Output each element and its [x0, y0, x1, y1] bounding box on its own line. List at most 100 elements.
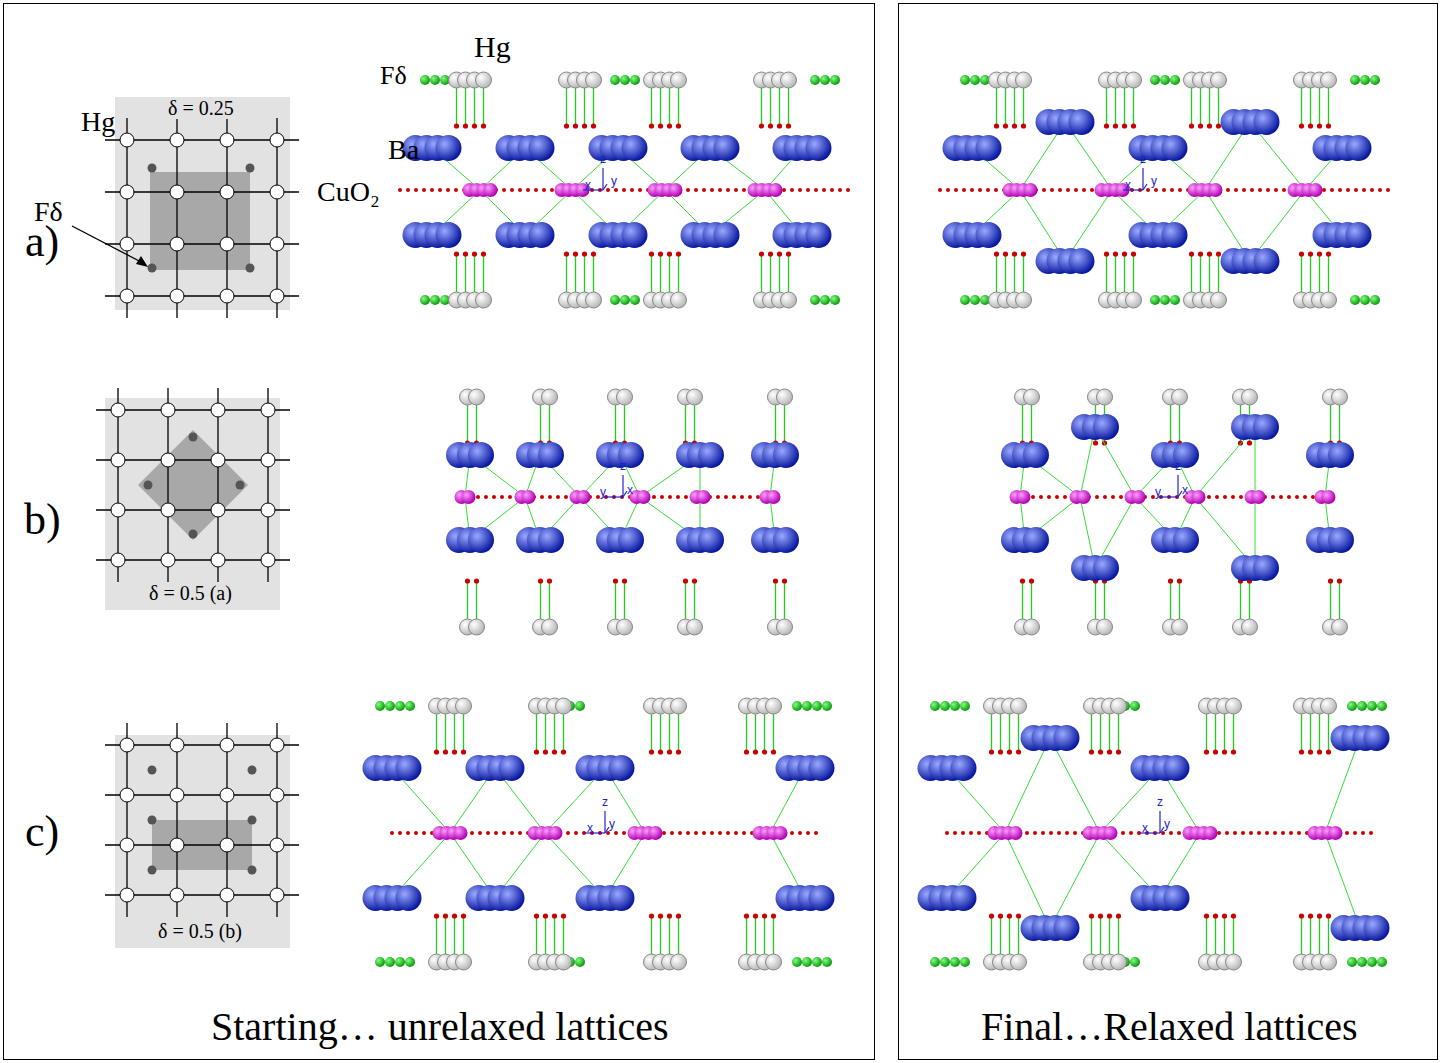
atom [461, 913, 466, 918]
atom [742, 831, 746, 835]
bond-line [1206, 714, 1207, 750]
atom [678, 831, 682, 835]
atom [452, 749, 457, 754]
atom [658, 913, 663, 918]
atom [1016, 749, 1021, 754]
bond-line [1179, 583, 1180, 619]
atom [1353, 831, 1357, 835]
atom [189, 530, 198, 539]
atom [1098, 749, 1103, 754]
bond-line [1328, 88, 1329, 124]
panel-caption: Final…Relaxed lattices [981, 1005, 1358, 1049]
atom [522, 490, 536, 504]
atom [1093, 414, 1119, 440]
bond-line [1031, 405, 1032, 441]
panel-frame: Final…Relaxed lattices [898, 3, 1438, 1060]
atom [1121, 831, 1125, 835]
atom [591, 251, 596, 256]
atom [1151, 495, 1155, 499]
atom [614, 188, 618, 192]
atom [148, 164, 157, 173]
atom [542, 188, 546, 192]
atom [1254, 248, 1280, 274]
axis-label: x [1182, 484, 1188, 497]
bond-line [685, 405, 686, 441]
atom [692, 578, 697, 583]
atom [1328, 578, 1333, 583]
bond-line [1022, 583, 1023, 619]
atom [1130, 701, 1140, 711]
atom [385, 957, 395, 967]
bond-line [1133, 256, 1134, 292]
atom [550, 188, 554, 192]
atom [1031, 495, 1035, 499]
atom [1107, 913, 1112, 918]
atom [220, 185, 234, 199]
atom [481, 123, 486, 128]
atom [989, 749, 994, 754]
atom [1216, 251, 1221, 256]
atom [573, 123, 578, 128]
atom [270, 838, 284, 852]
atom [1119, 495, 1123, 499]
doping-label: δ = 0.5 (b) [158, 920, 242, 942]
atom [1164, 755, 1190, 781]
atom [170, 788, 184, 802]
atom [1281, 831, 1285, 835]
bond-line [1339, 405, 1340, 441]
atom [1095, 495, 1099, 499]
atom [1308, 123, 1313, 128]
atom [830, 188, 834, 192]
atom [1111, 954, 1127, 970]
atom [396, 885, 422, 911]
atom [1023, 527, 1049, 553]
atom [1164, 885, 1190, 911]
atom [1177, 831, 1181, 835]
atom [662, 831, 666, 835]
panel-letter: b) [24, 496, 61, 544]
atom [211, 403, 225, 417]
atom [543, 913, 548, 918]
bond-line [593, 88, 594, 124]
bond-line [651, 714, 652, 750]
atom-label: CuO₂ [317, 177, 380, 208]
atom [1104, 251, 1109, 256]
atom [1162, 135, 1188, 161]
atom [1129, 831, 1133, 835]
atom [1160, 75, 1170, 85]
atom [792, 701, 802, 711]
bond-line [1104, 583, 1105, 619]
atom [220, 888, 234, 902]
atom [1093, 555, 1119, 581]
bond-line [465, 256, 466, 292]
atom [1160, 295, 1170, 305]
atom [1204, 749, 1209, 754]
atom [454, 826, 468, 840]
bond-line [694, 405, 695, 441]
atom [1189, 251, 1194, 256]
atom [940, 701, 950, 711]
bond-line [563, 714, 564, 750]
atom [170, 888, 184, 902]
atom [1279, 495, 1283, 499]
atom [1103, 495, 1107, 499]
axis-label: x [1125, 179, 1131, 192]
bond-line [483, 256, 484, 292]
bond-line [1330, 583, 1331, 619]
atom [564, 123, 569, 128]
atom [953, 831, 957, 835]
atom [976, 135, 1002, 161]
atom [970, 295, 980, 305]
atom [1222, 749, 1227, 754]
atom [649, 251, 654, 256]
bond-line [669, 88, 670, 124]
atom [1223, 495, 1227, 499]
atom [1254, 109, 1280, 135]
atom [792, 957, 802, 967]
atom [385, 701, 395, 711]
atom [1170, 295, 1180, 305]
bond-line [746, 918, 747, 954]
atom [476, 72, 492, 88]
bond-line [593, 256, 594, 292]
bond-line [615, 583, 616, 619]
